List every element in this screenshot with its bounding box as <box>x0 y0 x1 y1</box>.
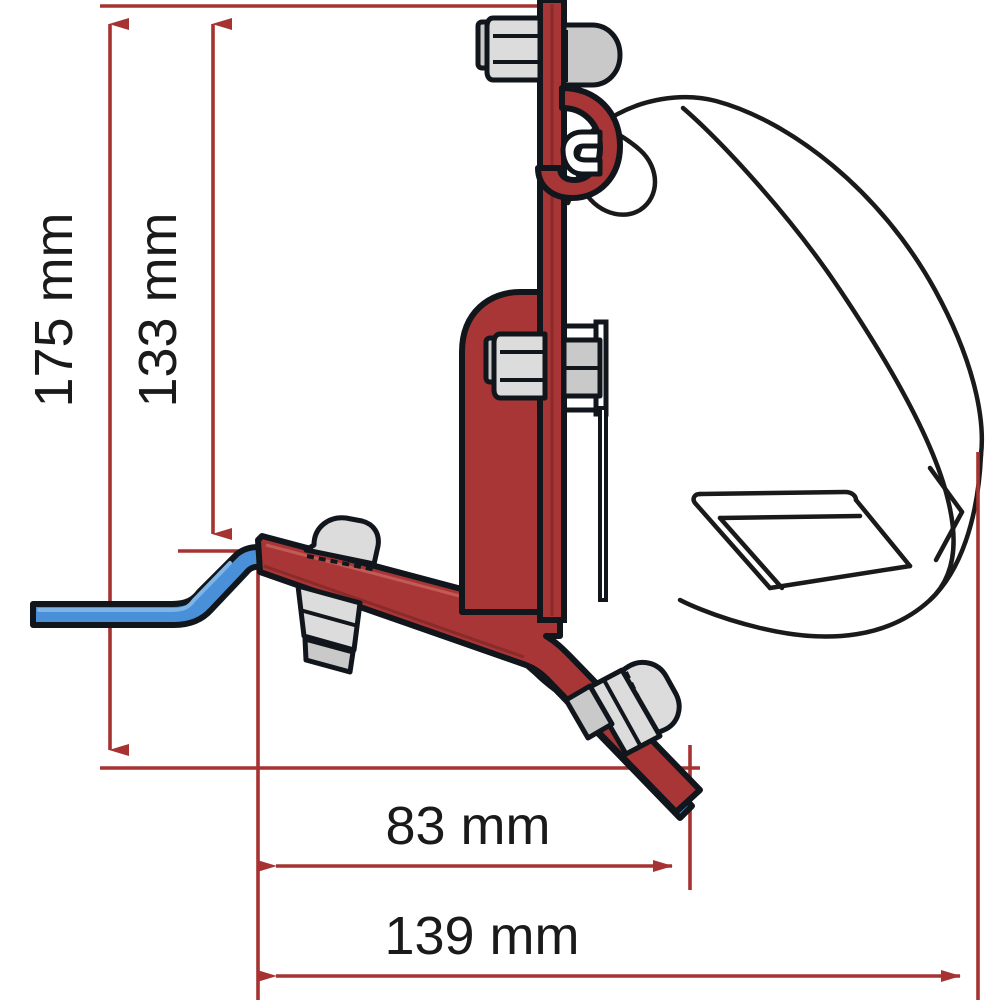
lower-left-bolt-assembly <box>295 515 381 675</box>
vehicle-side-panel-detail <box>691 489 913 591</box>
dimension-label-175mm: 175 mm <box>24 212 84 407</box>
blue-vehicle-roof-rail <box>30 544 695 821</box>
dimension-lines-group <box>100 4 980 1000</box>
top-bolt-assembly <box>475 15 543 83</box>
middle-right-bolt-assembly <box>561 319 609 602</box>
lower-right-nut-assembly <box>563 667 663 757</box>
dimension-label-133mm: 133 mm <box>128 212 188 407</box>
middle-bolt-assembly <box>483 331 548 401</box>
red-hook-clamp <box>535 85 623 201</box>
dimension-label-139mm: 139 mm <box>384 906 579 966</box>
vehicle-body-profile-outline <box>565 94 985 639</box>
dimension-label-83mm: 83 mm <box>385 796 550 856</box>
top-right-bolt-assembly <box>561 22 623 88</box>
